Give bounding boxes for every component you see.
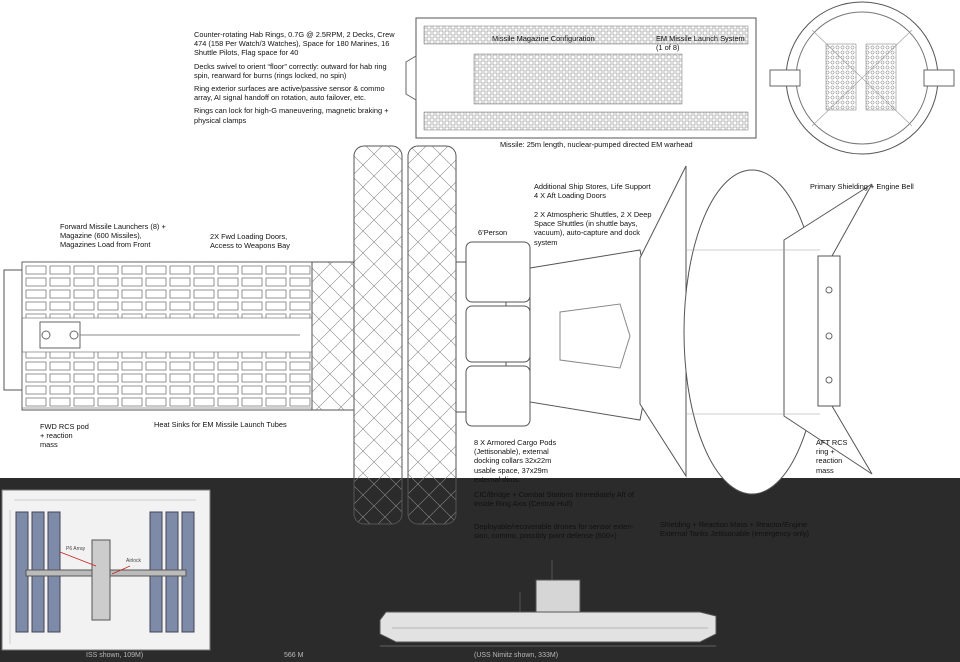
central-hull (455, 241, 651, 427)
missile-magazine (405, 17, 757, 139)
primary-shielding-label: Primary Shielding + Engine Bell (810, 182, 914, 191)
missile-magazine-label: Missile Magazine Configuration (492, 34, 595, 43)
iss-inset (1, 489, 211, 651)
fwd-rcs-label: FWD RCS pod + reaction mass (40, 422, 89, 450)
nimitz-footer-label: (USS Nimitz shown, 333M) (474, 652, 559, 659)
person-label: 6’Person (478, 228, 508, 237)
shuttles-label: 2 X Atmospheric Shuttles, 2 X Deep Space… (534, 210, 652, 247)
iss-p6-array-label: P6 Array (66, 546, 86, 552)
hab-rings (353, 145, 457, 525)
em-launch-system-label: EM Missile Launch System (1 of 8) (656, 34, 745, 53)
ship-stores-label: Additional Ship Stores, Life Support 4 X… (534, 182, 651, 201)
heat-sinks-label: Heat Sinks for EM Missile Launch Tubes (154, 420, 287, 429)
fwd-loading-label: 2X Fwd Loading Doors, Access to Weapons … (210, 232, 290, 251)
hab-rings-lock: Rings can lock for high-G maneuvering, m… (194, 106, 389, 125)
forward-hull (3, 261, 355, 411)
uss-nimitz (379, 560, 717, 647)
hab-rings-sensor: Ring exterior surfaces are active/passiv… (194, 84, 385, 103)
cic-label: CIC/Bridge + Combat Stations Immediately… (474, 490, 634, 509)
hab-rings-specs: Counter-rotating Hab Rings, 0.7G @ 2.5RP… (194, 30, 395, 58)
length-footer-label: 566 M (284, 652, 304, 659)
aft-rcs-label: AFT RCS ring + reaction mass (816, 438, 848, 475)
em-launch-system (769, 1, 955, 155)
missile-caption: Missile: 25m length, nuclear-pumped dire… (500, 140, 693, 149)
hab-rings-swivel: Decks swivel to orient “floor” correctly… (194, 61, 387, 80)
drones-label: Deployable/recoverable drones for sensor… (474, 522, 634, 541)
iss-airlock-label: Airlock (126, 558, 142, 564)
engine-section (639, 165, 873, 495)
hab-rings-notes: Counter-rotating Hab Rings, 0.7G @ 2.5RP… (194, 30, 400, 129)
cargo-pods-label: 8 X Armored Cargo Pods (Jettisonable), e… (474, 438, 557, 484)
shielding-mass-label: Shielding + Reaction Mass + Reactor/Engi… (660, 520, 809, 539)
iss-footer-label: ISS shown, 109M) (86, 652, 144, 659)
forward-launchers-label: Forward Missile Launchers (8) + Magazine… (60, 222, 166, 250)
